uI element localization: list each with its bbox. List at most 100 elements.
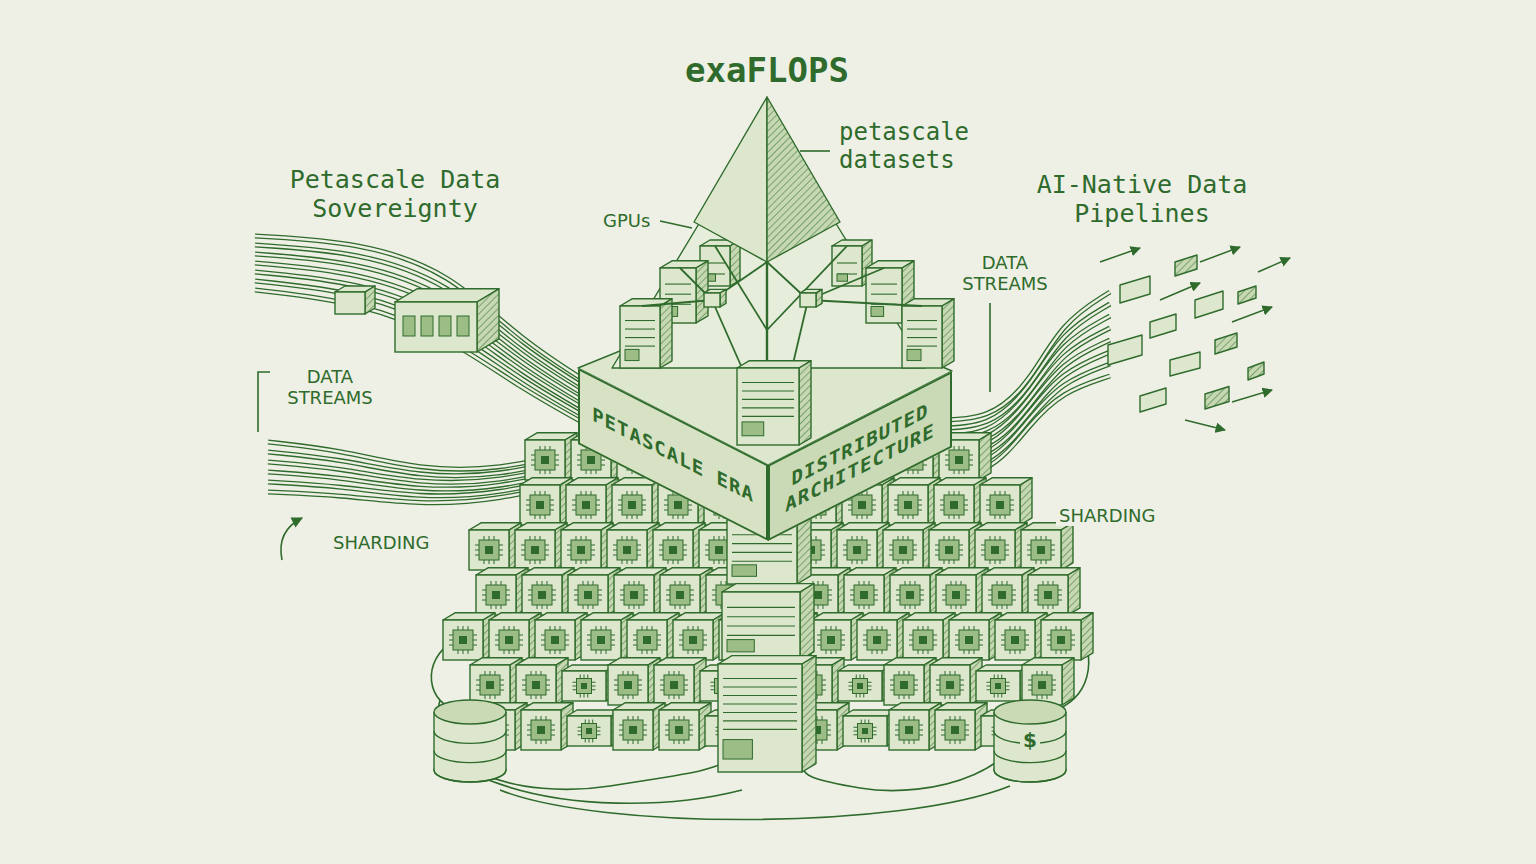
chip-pin <box>1034 600 1038 601</box>
chip-pin <box>468 650 469 654</box>
server-vent <box>742 382 794 383</box>
chip-pin <box>678 536 679 540</box>
chip-pin <box>865 739 866 743</box>
chip-pin <box>896 595 900 596</box>
chip-pin <box>941 730 945 731</box>
chip-pin <box>950 740 951 744</box>
chip-pin <box>623 695 624 699</box>
chip-pin <box>514 626 515 630</box>
chip-die <box>675 726 683 734</box>
chip-die <box>950 501 958 509</box>
chip-pin <box>578 727 582 728</box>
chip-pin <box>1047 635 1051 636</box>
chip-pin <box>995 536 996 540</box>
chip-pin <box>1036 536 1037 540</box>
chip-pin <box>591 491 592 495</box>
chip-pin <box>531 460 535 461</box>
chip-pin <box>619 735 623 736</box>
chip-pin <box>1042 695 1043 699</box>
chip-pin <box>611 635 615 636</box>
chip-pin <box>818 605 819 609</box>
server-panel <box>871 307 884 317</box>
chip-pin <box>988 600 992 601</box>
chip-pin <box>652 626 653 630</box>
chip-pin <box>546 690 550 691</box>
chip-pin <box>660 680 664 681</box>
cylinder-side <box>1065 712 1066 770</box>
chip-pin <box>485 671 486 675</box>
chip-pin <box>889 555 893 556</box>
chip-pin <box>587 645 591 646</box>
gpu-cube-side <box>1061 523 1073 570</box>
chip-pin <box>567 550 571 551</box>
chip-pin <box>705 555 709 556</box>
chip-pin <box>489 560 490 564</box>
chip-pin <box>987 689 991 690</box>
chip-pin <box>920 600 924 601</box>
chip-pin <box>613 555 617 556</box>
chip-pin <box>950 671 951 675</box>
chip-pin <box>693 650 694 654</box>
chip-pin <box>1020 626 1021 630</box>
chip-pin <box>890 680 894 681</box>
chip <box>531 720 551 740</box>
chip-pin <box>990 560 991 564</box>
chip-pin <box>873 731 877 732</box>
chip-pin <box>637 555 641 556</box>
chip-pin <box>589 739 590 743</box>
chip-pin <box>555 626 556 630</box>
chip-pin <box>598 600 602 601</box>
chip-pin <box>856 675 857 679</box>
chip-pin <box>567 555 571 556</box>
chip <box>900 585 920 605</box>
chip-pin <box>959 545 963 546</box>
chip-pin <box>1047 695 1048 699</box>
cylinder-band <box>434 770 506 782</box>
chip-pin <box>591 555 595 556</box>
chip-pin <box>509 650 510 654</box>
chip-pin <box>712 595 716 596</box>
chip-pin <box>593 605 594 609</box>
chip-die <box>582 501 590 509</box>
network-box-front <box>335 292 365 314</box>
chip-pin <box>908 470 909 474</box>
chip-pin <box>611 645 615 646</box>
chip-pin <box>987 686 991 687</box>
chip-pin <box>903 515 904 519</box>
chip-pin <box>545 515 546 519</box>
chip-pin <box>945 465 949 466</box>
chip-pin <box>959 555 963 556</box>
chip-pin <box>587 635 591 636</box>
chip-pin <box>657 640 661 641</box>
chip-pin <box>629 581 630 585</box>
server-vent <box>723 686 797 687</box>
chip-pin <box>519 640 523 641</box>
chip-pin <box>1027 545 1031 546</box>
chip-pin <box>940 510 944 511</box>
cylinder-band <box>434 751 506 763</box>
chip-pin <box>908 515 909 519</box>
chip-pin <box>895 735 899 736</box>
chip-pin <box>597 727 601 728</box>
chip <box>623 720 643 740</box>
chip-pin <box>496 581 497 585</box>
chip-pin <box>475 545 479 546</box>
chip-pin <box>898 536 899 540</box>
chip-pin <box>504 650 505 654</box>
chip-pin <box>887 640 891 641</box>
chip-pin <box>632 560 633 564</box>
chip-pin <box>1037 695 1038 699</box>
gpu-cube-front <box>673 620 713 660</box>
chip-pin <box>822 740 823 744</box>
chip-pin <box>849 682 853 683</box>
chip-pin <box>909 740 910 744</box>
chip-pin <box>674 695 675 699</box>
server-side <box>802 656 816 772</box>
chip-pin <box>494 536 495 540</box>
chip-pin <box>960 716 961 720</box>
chip-die <box>551 636 559 644</box>
server-vent <box>742 390 794 391</box>
data-shard <box>1140 388 1166 412</box>
leader-line <box>660 221 692 228</box>
chip-pin <box>852 536 853 540</box>
